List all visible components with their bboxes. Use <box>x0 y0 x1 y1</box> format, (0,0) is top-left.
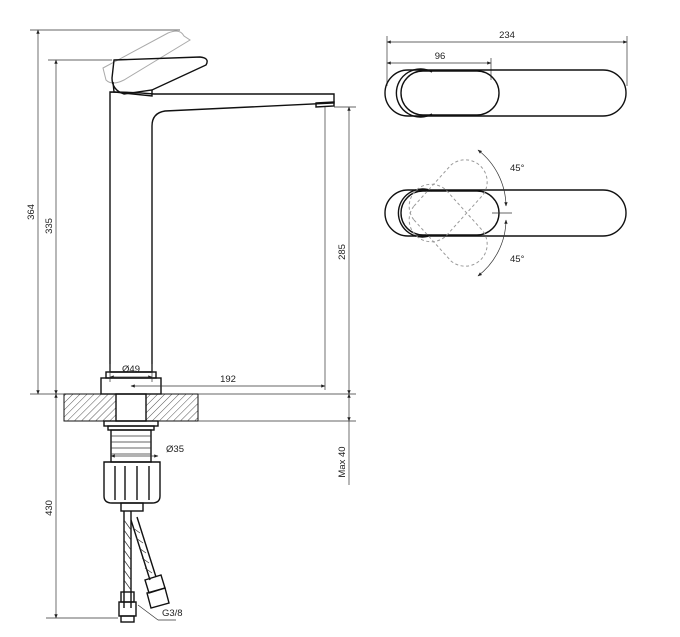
label-d35: Ø35 <box>166 444 184 455</box>
angle-arc-upper <box>477 149 508 207</box>
body-circle-top-2 <box>397 188 433 238</box>
body-circle-top <box>395 68 433 118</box>
handle-ghost-down <box>408 183 488 267</box>
threaded-shank <box>110 429 152 463</box>
handle-raised-ghost <box>102 30 191 84</box>
spout-top-outline <box>384 69 627 117</box>
label-430: 430 <box>44 500 55 516</box>
label-45-upper: 45° <box>510 163 525 174</box>
spout-aerator <box>315 101 335 108</box>
top-view-rotation: 45° 45° <box>384 149 627 277</box>
label-45-lower: 45° <box>510 254 525 265</box>
handle-ghost-up <box>408 159 488 243</box>
label-364: 364 <box>26 204 37 220</box>
label-234: 234 <box>499 30 515 41</box>
handle-top-2 <box>400 190 500 236</box>
side-view <box>63 30 335 623</box>
label-335: 335 <box>44 218 55 234</box>
flex-hoses <box>118 511 170 623</box>
faucet-body <box>109 91 335 373</box>
spout-top-outline-2 <box>384 189 627 237</box>
label-max40: Max 40 <box>337 446 348 477</box>
washer <box>103 420 159 427</box>
countertop-right <box>145 393 199 422</box>
handle-cap <box>112 81 153 97</box>
handle-lever <box>111 56 208 95</box>
label-96: 96 <box>435 51 446 62</box>
angle-arc-lower <box>477 219 508 277</box>
countertop-left <box>63 393 117 422</box>
handle-top <box>400 70 500 116</box>
label-285: 285 <box>337 244 348 260</box>
label-192: 192 <box>220 374 236 385</box>
label-d49: Ø49 <box>122 364 140 375</box>
fixing-nut <box>103 461 161 504</box>
side-dimensions: 364 335 285 Max 40 430 Ø49 192 Ø35 G3/8 <box>26 29 356 621</box>
top-view-closed: 234 96 <box>384 30 628 118</box>
label-g38: G3/8 <box>162 608 183 619</box>
shank-in-deck <box>115 393 147 422</box>
